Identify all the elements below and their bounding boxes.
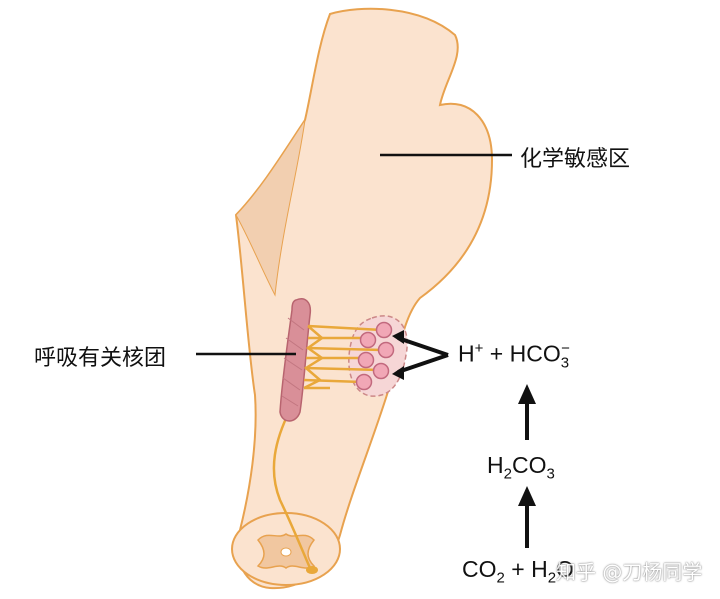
arrowhead-lower <box>392 366 404 380</box>
respiratory-group-label: 呼吸有关核团 <box>34 346 167 371</box>
brainstem-shape <box>234 7 494 590</box>
h2o-subscript: 2 <box>547 569 557 587</box>
h2co3-co: CO <box>511 452 547 478</box>
carbonic-acid-formula: H2CO3 <box>487 452 555 483</box>
plus-sign-2: + <box>511 556 525 582</box>
co2-subscript: 2 <box>496 569 505 587</box>
h2co3-h: H <box>487 452 504 478</box>
arrowhead-upper <box>392 330 404 344</box>
reactants-equation: CO2 + H2O <box>462 556 574 587</box>
hco3-subscript: 3 <box>560 354 570 372</box>
connecting-fibers <box>303 324 385 390</box>
h2co3-o-subscript: 3 <box>546 465 555 483</box>
fiber-terminal <box>306 566 318 574</box>
h2co3-h-subscript: 2 <box>503 465 512 483</box>
hco3-base: HCO <box>509 340 561 367</box>
chemoreceptor-neurons <box>355 321 395 391</box>
watermark: 知乎 @刀杨同学 <box>556 560 703 584</box>
ion-equation: H+ + HCO3− <box>458 340 570 371</box>
hco3-charge: − <box>561 340 570 357</box>
nerve-fiber <box>272 409 312 569</box>
plus-sign: + <box>489 340 504 367</box>
ion-action-arrow <box>397 336 449 374</box>
h-ion-charge: + <box>474 340 484 357</box>
nucleus-texture <box>281 317 305 407</box>
brainstem-side-shading <box>235 119 306 297</box>
chemosensitive-area-label: 化学敏感区 <box>520 147 631 172</box>
co2-co: CO <box>462 556 497 582</box>
arrow-h2co3-to-ions-head <box>518 384 536 404</box>
central-canal <box>280 547 292 557</box>
h2o-h: H <box>531 556 548 582</box>
arrow-co2-to-h2co3-head <box>518 486 536 506</box>
h2o-o: O <box>556 556 574 582</box>
h-ion: H <box>458 340 475 367</box>
